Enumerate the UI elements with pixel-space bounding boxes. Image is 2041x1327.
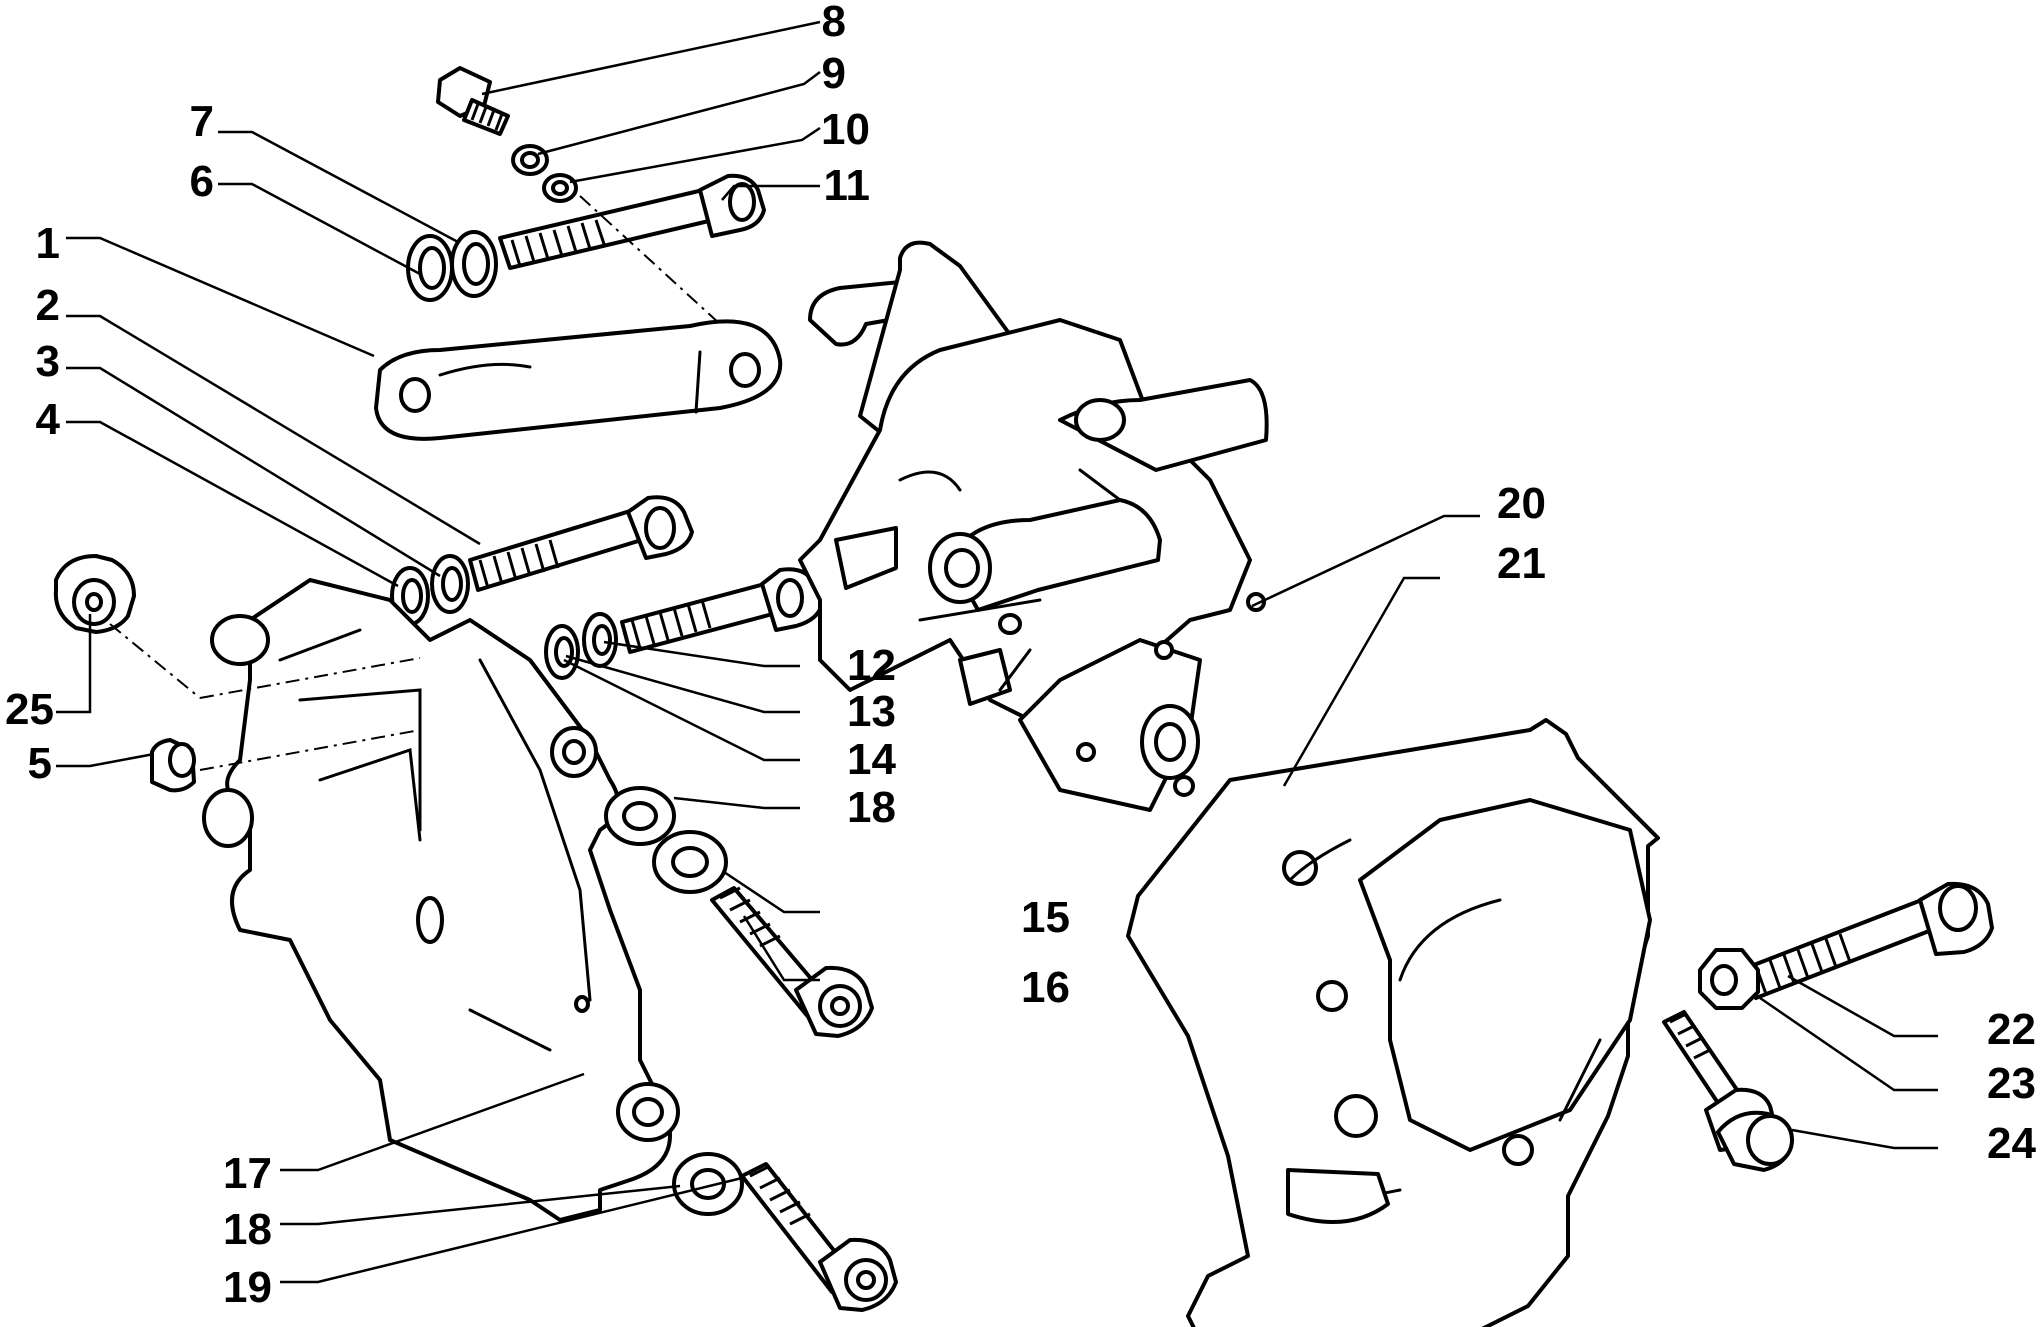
part-20-pump bbox=[798, 240, 1269, 812]
part-2-bolt bbox=[468, 495, 694, 592]
callout-25: 25 bbox=[5, 685, 54, 734]
callout-17: 17 bbox=[223, 1149, 272, 1198]
part-16-bolt bbox=[710, 886, 874, 1038]
part-15-washer bbox=[652, 830, 728, 894]
part-18-washer-upper bbox=[604, 786, 676, 846]
part-25-spacer bbox=[53, 554, 136, 634]
callout-23: 23 bbox=[1987, 1059, 2036, 1108]
callout-22: 22 bbox=[1987, 1005, 2036, 1054]
part-8-bolt bbox=[436, 66, 510, 136]
part-21-cover bbox=[1126, 718, 1660, 1327]
part-11-bolt bbox=[498, 173, 766, 270]
callout-9: 9 bbox=[822, 49, 846, 98]
callout-12: 12 bbox=[847, 641, 896, 690]
part-19-bolt bbox=[740, 1162, 898, 1312]
callout-20: 20 bbox=[1497, 479, 1546, 528]
callout-4: 4 bbox=[36, 395, 61, 444]
callout-5: 5 bbox=[28, 739, 52, 788]
callout-14: 14 bbox=[847, 735, 896, 784]
callout-16: 16 bbox=[1021, 963, 1070, 1012]
callout-21: 21 bbox=[1497, 539, 1546, 588]
part-18-washer-lower bbox=[672, 1152, 744, 1216]
part-1-link-arm bbox=[374, 319, 783, 441]
part-3-washer bbox=[430, 554, 470, 614]
part-13-washer bbox=[582, 612, 618, 668]
callout-24: 24 bbox=[1987, 1119, 2036, 1168]
callout-3: 3 bbox=[36, 337, 60, 386]
part-24-stud bbox=[1662, 1010, 1794, 1172]
part-6-washer bbox=[406, 234, 454, 302]
callout-2: 2 bbox=[36, 281, 60, 330]
part-9-washer bbox=[511, 144, 549, 176]
callout-15: 15 bbox=[1021, 893, 1070, 942]
callout-7: 7 bbox=[190, 97, 214, 146]
callout-10: 10 bbox=[821, 105, 870, 154]
callout-18-upper: 18 bbox=[847, 783, 896, 832]
part-10-washer bbox=[542, 173, 578, 203]
leader-lines bbox=[56, 20, 1938, 1284]
part-14-washer bbox=[544, 624, 580, 680]
callout-6: 6 bbox=[190, 157, 214, 206]
callout-1: 1 bbox=[36, 219, 60, 268]
callout-11: 11 bbox=[823, 161, 870, 210]
part-5-bushing bbox=[150, 738, 196, 793]
callout-13: 13 bbox=[847, 687, 896, 736]
part-22-bolt bbox=[1744, 881, 1994, 1000]
part-7-washer bbox=[450, 230, 498, 298]
callout-8: 8 bbox=[822, 0, 846, 46]
part-12-bolt bbox=[620, 567, 824, 654]
part-23-nut bbox=[1698, 948, 1760, 1010]
callout-18-lower: 18 bbox=[223, 1205, 272, 1254]
assembly-axes bbox=[109, 195, 721, 771]
callout-labels: 8 9 10 11 7 6 1 2 3 4 25 5 12 13 14 18 1… bbox=[5, 0, 2036, 1312]
callout-19: 19 bbox=[223, 1263, 272, 1312]
part-17-bracket bbox=[202, 578, 680, 1222]
